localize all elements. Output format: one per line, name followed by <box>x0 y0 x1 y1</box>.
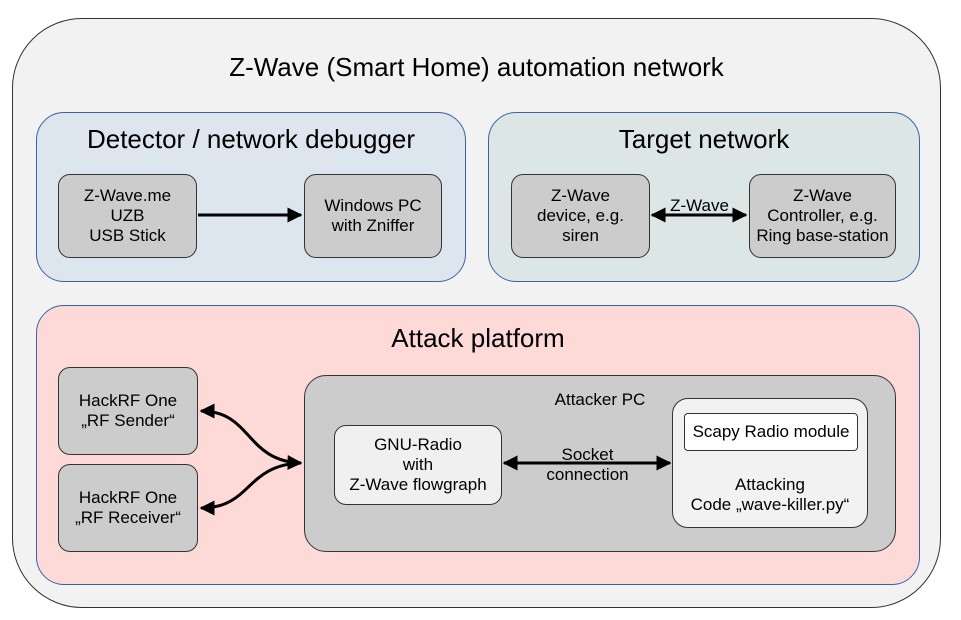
hackrf-receiver-node: HackRF One „RF Receiver“ <box>58 464 198 552</box>
hackrf-sender-node: HackRF One „RF Sender“ <box>58 367 198 455</box>
scapy-radio-module: Scapy Radio module <box>684 413 858 451</box>
attacker-pc-label: Attacker PC <box>554 390 646 409</box>
attacking-code-label: Attacking Code „wave-killer.py“ <box>690 475 850 514</box>
receiver-to-gnuradio-arrow <box>199 461 302 516</box>
attack-title: Attack platform <box>391 323 565 353</box>
diagram-title: Z-Wave (Smart Home) automation network <box>229 52 724 82</box>
sender-to-gnuradio-arrow <box>199 403 303 471</box>
zwave-device-node: Z-Wave device, e.g. siren <box>511 174 650 258</box>
gnuradio-node: GNU-Radio with Z-Wave flowgraph <box>334 425 502 505</box>
windows-pc-node: Windows PC with Zniffer <box>304 174 442 258</box>
detector-title: Detector / network debugger <box>86 124 416 154</box>
zwave-controller-node: Z-Wave Controller, e.g. Ring base-statio… <box>749 174 896 258</box>
uzb-stick-node: Z-Wave.me UZB USB Stick <box>58 174 197 258</box>
target-title: Target network <box>618 124 790 154</box>
